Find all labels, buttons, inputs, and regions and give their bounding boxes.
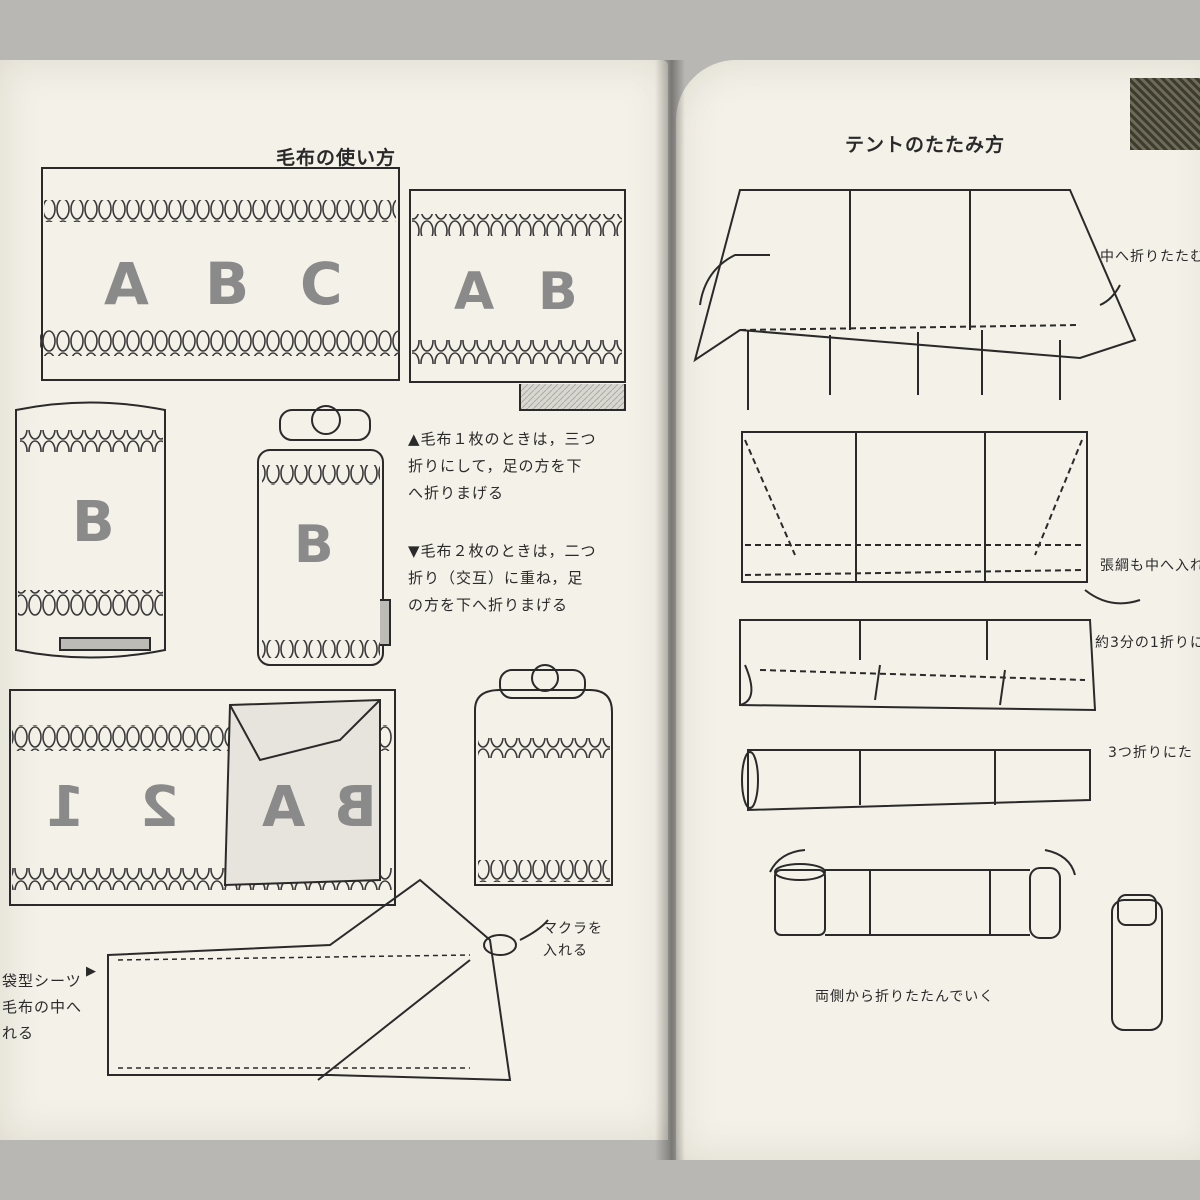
blanket-abc	[40, 167, 400, 381]
pillow-note: マクラを 入れる	[543, 918, 603, 962]
letter-2-mirrored: 2	[140, 775, 179, 840]
note-line: 袋型シーツ	[2, 972, 82, 990]
letter-b: B	[205, 250, 250, 318]
note-line: の方を下へ折りまげる	[408, 596, 569, 614]
note-line: 毛布の中へ	[2, 998, 83, 1016]
note-line: れる	[2, 1024, 35, 1042]
note-line: 折り（交互）に重ね，足	[408, 569, 584, 587]
step2-note: 張綱も中へ入れる	[1100, 558, 1200, 574]
note-line: ▼毛布２枚のときは，二つ	[408, 542, 597, 560]
letter-a: A	[104, 250, 149, 318]
letter-b-mirrored: B	[334, 775, 377, 840]
tent-step-2	[741, 431, 1141, 605]
letter-1-mirrored: 1	[46, 775, 85, 840]
blanket-person-b	[257, 405, 391, 666]
letter-b-folded: B	[72, 490, 115, 555]
step3-note: 約3分の1折りに	[1095, 635, 1200, 651]
letter-b-2: B	[538, 262, 578, 322]
letter-a-2: A	[454, 262, 495, 322]
note-line: へ折りまげる	[408, 484, 505, 502]
letter-a-mirrored: A	[262, 775, 306, 840]
note-line: マクラを	[543, 921, 603, 937]
step4-note: 3つ折りにた	[1108, 745, 1193, 761]
tent-step-5	[769, 849, 1163, 1031]
note-line: 折りにして，足の方を下	[408, 457, 583, 475]
sheet-arrow: ▶	[86, 964, 97, 979]
left-page-title: 毛布の使い方	[276, 147, 397, 169]
blanket-two-folded	[9, 689, 396, 906]
tent-step-3	[739, 619, 1097, 712]
right-page-title: テントのたたみ方	[845, 134, 1006, 156]
note-line: ▲毛布１枚のときは，三つ	[408, 430, 597, 448]
letter-b-person: B	[294, 515, 334, 575]
letter-c: C	[300, 250, 343, 318]
step1-note: 中へ折りたたむ	[1100, 249, 1200, 265]
tent-step-4	[741, 749, 1091, 812]
note-line: 入れる	[543, 943, 588, 959]
note-two-blankets: ▼毛布２枚のときは，二つ 折り（交互）に重ね，足 の方を下へ折りまげる	[408, 538, 597, 619]
sheet-note: 袋型シーツ 毛布の中へ れる	[2, 968, 82, 1046]
blanket-folded-b	[15, 401, 166, 659]
step5-note: 両側から折りたたんでいく	[815, 989, 995, 1005]
blanket-ab	[409, 189, 626, 411]
tent-step-1	[693, 189, 1137, 410]
book-cover-edge	[1130, 78, 1200, 150]
book-gutter	[655, 60, 685, 1160]
blanket-person-two	[474, 664, 613, 886]
sleeping-sheet	[107, 878, 549, 1082]
note-one-blanket: ▲毛布１枚のときは，三つ 折りにして，足の方を下 へ折りまげる	[408, 426, 597, 507]
